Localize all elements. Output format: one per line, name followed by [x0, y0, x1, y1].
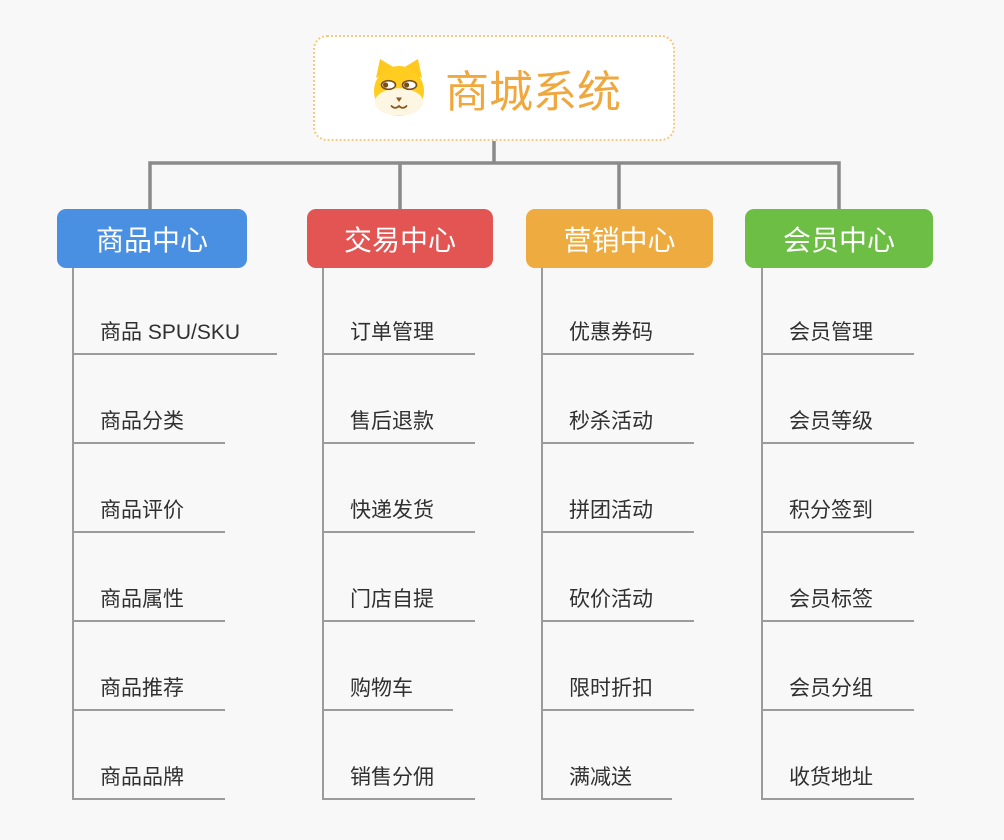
topic-item[interactable]: 限时折扣 [541, 667, 694, 711]
topic-item[interactable]: 会员等级 [761, 400, 914, 444]
branch-spine-line [761, 268, 763, 800]
topic-item[interactable]: 会员标签 [761, 578, 914, 622]
topic-item[interactable]: 优惠券码 [541, 311, 694, 355]
topic-item[interactable]: 售后退款 [322, 400, 475, 444]
topic-item[interactable]: 满减送 [541, 756, 672, 800]
root-title: 商城系统 [445, 68, 621, 117]
topic-item[interactable]: 商品品牌 [72, 756, 225, 800]
topic-item[interactable]: 收货地址 [761, 756, 914, 800]
topic-item[interactable]: 门店自提 [322, 578, 475, 622]
topic-item[interactable]: 商品评价 [72, 489, 225, 533]
topic-item[interactable]: 购物车 [322, 667, 453, 711]
branch-marketing-center[interactable]: 营销中心 [526, 209, 713, 268]
branch-spine-line [541, 268, 543, 800]
topic-item[interactable]: 销售分佣 [322, 756, 475, 800]
topic-item[interactable]: 商品分类 [72, 400, 225, 444]
topic-item[interactable]: 商品 SPU/SKU [72, 311, 277, 355]
branch-spine-line [322, 268, 324, 800]
branch-member-center[interactable]: 会员中心 [745, 209, 933, 268]
topic-item[interactable]: 砍价活动 [541, 578, 694, 622]
topic-item[interactable]: 快递发货 [322, 489, 475, 533]
branch-product-center[interactable]: 商品中心 [57, 209, 247, 268]
shiba-dog-icon [374, 59, 424, 116]
topic-item[interactable]: 订单管理 [322, 311, 475, 355]
topic-item[interactable]: 商品推荐 [72, 667, 225, 711]
topic-item[interactable]: 拼团活动 [541, 489, 694, 533]
topic-item[interactable]: 秒杀活动 [541, 400, 694, 444]
root-node[interactable]: 商城系统 [313, 35, 675, 141]
topic-item[interactable]: 商品属性 [72, 578, 225, 622]
topic-item[interactable]: 积分签到 [761, 489, 914, 533]
branch-trade-center[interactable]: 交易中心 [307, 209, 493, 268]
topic-item[interactable]: 会员管理 [761, 311, 914, 355]
topic-item[interactable]: 会员分组 [761, 667, 914, 711]
branch-spine-line [72, 268, 74, 800]
